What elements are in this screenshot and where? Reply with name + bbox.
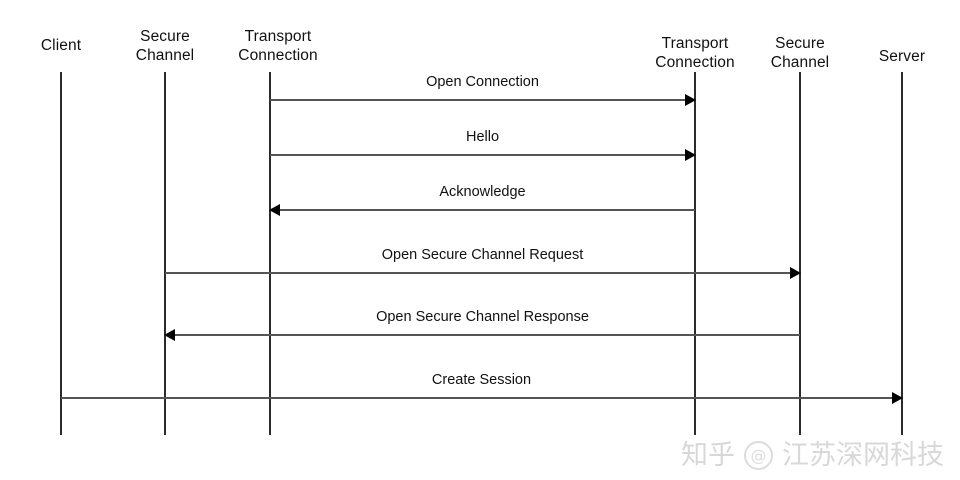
watermark-at-icon: @ [744, 441, 773, 470]
watermark-author: 江苏深网科技 [782, 440, 944, 471]
message-label-acknowledge: Acknowledge [439, 184, 526, 200]
arrowhead-right-icon [685, 149, 696, 161]
arrowhead-right-icon [892, 392, 903, 404]
message-label-open-connection: Open Connection [426, 74, 539, 90]
participant-label-secure-right: Secure Channel [770, 35, 830, 71]
message-label-create-session: Create Session [431, 372, 532, 388]
message-line-hello [270, 154, 695, 156]
lifeline-secure-left [164, 72, 166, 435]
message-line-create-session [61, 397, 902, 399]
message-line-open-secure-channel-request [165, 272, 800, 274]
lifeline-server-right [901, 72, 903, 435]
message-label-hello: Hello [465, 129, 500, 145]
participant-label-secure-left: Secure Channel [135, 28, 195, 64]
arrowhead-left-icon [164, 329, 175, 341]
lifeline-transport-right [694, 72, 696, 435]
message-line-open-connection [270, 99, 695, 101]
participant-label-transport-left: Transport Connection [238, 28, 318, 64]
watermark: 知乎 @ 江苏深网科技 [681, 441, 944, 470]
message-label-open-secure-channel-request: Open Secure Channel Request [381, 247, 584, 263]
lifeline-client-left [60, 72, 62, 435]
message-line-open-secure-channel-response [165, 334, 800, 336]
watermark-site: 知乎 [681, 440, 735, 471]
participant-label-transport-right: Transport Connection [655, 35, 735, 71]
arrowhead-left-icon [269, 204, 280, 216]
arrowhead-right-icon [685, 94, 696, 106]
message-label-open-secure-channel-response: Open Secure Channel Response [376, 309, 589, 325]
participant-label-server-right: Server [878, 48, 926, 65]
lifeline-secure-right [799, 72, 801, 435]
participant-label-client-left: Client [40, 37, 82, 54]
arrowhead-right-icon [790, 267, 801, 279]
message-line-acknowledge [270, 209, 695, 211]
lifeline-transport-left [269, 72, 271, 435]
